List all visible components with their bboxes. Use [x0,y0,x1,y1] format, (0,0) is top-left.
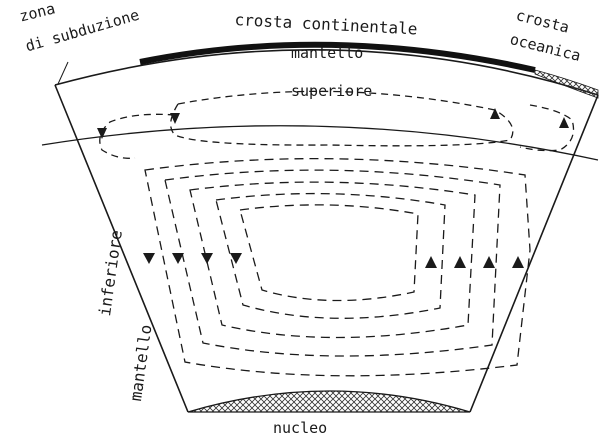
arrow-down-3 [201,253,213,264]
arrow-down-2 [172,253,184,264]
subduction-pointer [58,62,68,84]
arrow-up-1 [425,256,437,268]
label-nucleo: nucleo [273,421,327,436]
label-mantello-superiore-line1: mantello [291,46,363,61]
mantle-boundary [42,126,598,160]
core [188,391,470,412]
upper-convection-cell-left [100,114,175,158]
arrow-upper-right-2 [559,117,569,128]
label-mantello-superiore-line2: superiore [291,84,372,99]
arrow-up-3 [483,256,495,268]
lower-convection-loop-5 [240,205,418,301]
lower-convection-loop-2 [165,170,500,356]
arrow-up-4 [512,256,524,268]
arrow-up-2 [454,256,466,268]
oceanic-crust [535,70,598,98]
arrow-down-1 [143,253,155,264]
